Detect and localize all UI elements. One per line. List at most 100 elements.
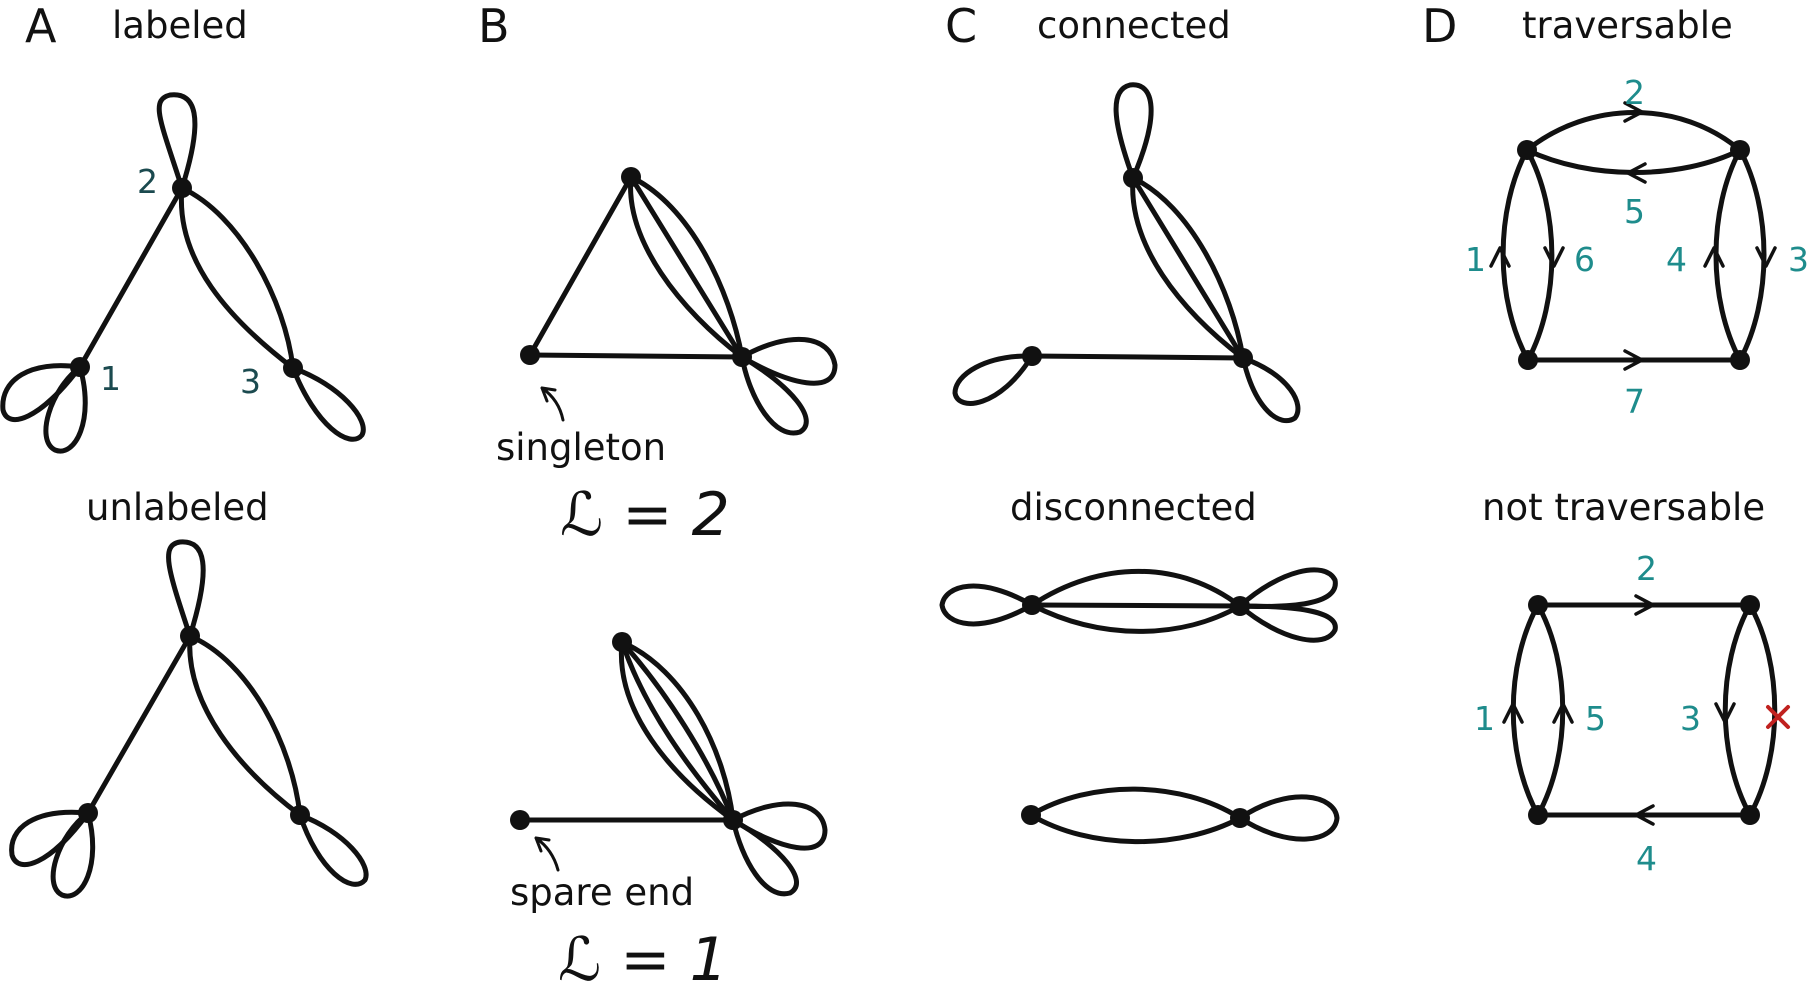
singleton-arrow xyxy=(540,386,565,422)
vertex-spare xyxy=(510,810,530,830)
vertex-bottom-right xyxy=(1730,350,1750,370)
edge-label-2: 2 xyxy=(1624,73,1645,112)
loop-right-b xyxy=(739,354,809,436)
edge-label-6: 6 xyxy=(1574,240,1595,279)
edge-left-right xyxy=(1029,353,1246,361)
edge-top-right-a xyxy=(1130,175,1246,361)
panel-b: B singleton ℒ = 2 xyxy=(478,0,838,992)
loop-right-b xyxy=(730,817,799,897)
edge-label-4: 4 xyxy=(1636,839,1657,878)
edge-6 xyxy=(1524,147,1555,363)
arrow-edge-5 xyxy=(1626,162,1647,184)
vertex-label-3: 3 xyxy=(240,362,261,401)
loop-top xyxy=(166,539,206,639)
edge-label-7: 7 xyxy=(1624,382,1645,421)
loop-left-a xyxy=(9,809,91,867)
component-2-loop xyxy=(1237,794,1340,842)
traversable-graph: 1 2 3 4 5 6 7 xyxy=(1465,73,1809,421)
edge-blocked xyxy=(1747,602,1778,818)
arrow-edge-2 xyxy=(1634,594,1655,616)
loop-right xyxy=(297,812,369,887)
vertex-right xyxy=(723,810,743,830)
panel-a-bottom-title: unlabeled xyxy=(86,486,269,529)
panel-d-top-title: traversable xyxy=(1522,4,1733,47)
edge-label-3: 3 xyxy=(1788,240,1809,279)
panel-c-bottom-title: disconnected xyxy=(1010,486,1257,529)
spare-end-note: spare end xyxy=(510,871,694,914)
edge-2 xyxy=(1524,110,1743,153)
panel-d: D traversable 1 2 3 4 5 xyxy=(1422,0,1809,878)
vertex-bottom-left xyxy=(1528,805,1548,825)
edge-multi-b xyxy=(619,639,736,823)
loop-right-a xyxy=(1237,567,1338,610)
vertex-top-right xyxy=(1730,140,1750,160)
edge-singleton-right xyxy=(527,352,745,360)
vertex-top xyxy=(612,632,632,652)
edge-2-3-right xyxy=(179,185,296,371)
edge-left xyxy=(85,633,193,816)
connected-graph xyxy=(952,82,1301,424)
panel-b-letter: B xyxy=(478,0,510,53)
edge-top-right-c xyxy=(1130,175,1246,361)
vertex-left xyxy=(1022,346,1042,366)
panel-c: C connected disconnected xyxy=(939,0,1340,845)
edge-label-5: 5 xyxy=(1585,699,1606,738)
vertex-top xyxy=(621,167,641,187)
vertex-top-left xyxy=(1517,140,1537,160)
singleton-graph xyxy=(520,167,838,436)
panel-c-letter: C xyxy=(945,0,977,53)
loop-left xyxy=(952,353,1035,406)
not-traversable-graph: 1 2 3 4 5 xyxy=(1474,549,1790,878)
loop-right-a xyxy=(739,336,838,386)
component-2-vertex-right xyxy=(1230,808,1250,828)
loop-vertex-1-b xyxy=(43,364,88,454)
vertex-right xyxy=(1233,348,1253,368)
arrow-edge-3 xyxy=(1714,702,1736,724)
edge-1-2 xyxy=(77,185,185,370)
edge-1 xyxy=(1510,602,1541,818)
panel-d-bottom-title: not traversable xyxy=(1482,486,1765,529)
panel-c-top-title: connected xyxy=(1037,4,1231,47)
edge-singleton-top xyxy=(527,174,634,358)
vertex-label-1: 1 xyxy=(100,359,121,398)
edge-multi-c xyxy=(619,639,736,823)
loop-vertex-2 xyxy=(156,92,198,191)
loop-left xyxy=(939,583,1035,627)
spare-end-graph xyxy=(510,632,828,897)
panel-a-letter: A xyxy=(25,0,57,53)
vertex-top xyxy=(180,626,200,646)
vertex-label-2: 2 xyxy=(137,162,158,201)
edge-top-right-c xyxy=(628,174,745,360)
unlabeled-graph xyxy=(9,539,369,899)
edge-straight xyxy=(1029,602,1243,609)
vertex-top-right xyxy=(1740,595,1760,615)
panel-a-top-title: labeled xyxy=(112,4,248,47)
arrow-edge-6 xyxy=(1543,246,1565,268)
arrow-edge-3 xyxy=(1755,246,1777,268)
arrow-edge-4 xyxy=(1703,246,1725,268)
edge-lower-arc xyxy=(1029,602,1243,634)
edge-label-2: 2 xyxy=(1636,549,1657,588)
edge-5 xyxy=(1524,147,1743,175)
edge-1 xyxy=(1500,147,1531,363)
loop-left-b xyxy=(50,810,96,899)
edge-4 xyxy=(1713,147,1743,363)
vertex-singleton xyxy=(520,345,540,365)
edge-right-outer xyxy=(187,633,303,818)
vertex-top xyxy=(1123,168,1143,188)
arrow-edge-7 xyxy=(1623,349,1644,371)
arrow-edge-5 xyxy=(1552,702,1574,724)
vertex-right xyxy=(1230,596,1250,616)
edge-right-inner xyxy=(187,633,303,818)
loop-right xyxy=(1240,355,1301,424)
edge-multi-d xyxy=(619,639,736,823)
vertex-left xyxy=(1022,595,1042,615)
edge-upper-arc xyxy=(1029,568,1243,609)
component-2-upper-arc xyxy=(1028,786,1243,821)
loop-right-b xyxy=(1237,603,1338,643)
vertex-bottom-right xyxy=(1740,805,1760,825)
loop-vertex-1-a xyxy=(0,363,83,422)
loop-vertex-3 xyxy=(290,365,366,442)
singleton-note: singleton xyxy=(496,426,666,469)
